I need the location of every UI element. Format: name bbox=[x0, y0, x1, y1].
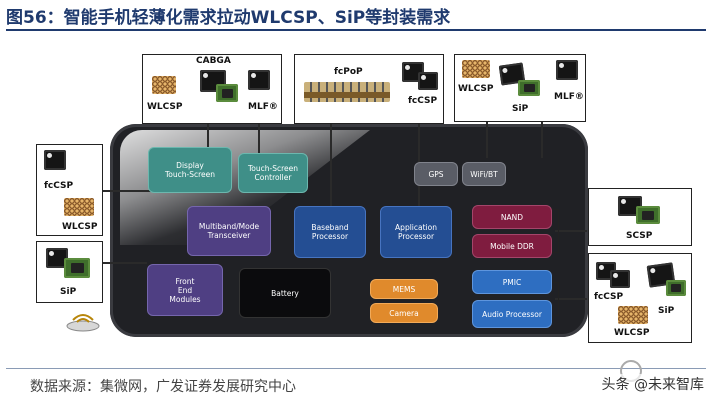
wlcsp-label: WLCSP bbox=[458, 84, 494, 94]
connector-line bbox=[486, 122, 488, 158]
mlf-chip-icon bbox=[248, 70, 270, 90]
fcpop-stack-icon bbox=[304, 82, 390, 102]
sip-label: SiP bbox=[60, 287, 77, 297]
title-divider bbox=[6, 29, 706, 31]
mlf-label: MLF® bbox=[554, 92, 584, 102]
mlf-chip-icon bbox=[556, 60, 578, 80]
camera-block: Camera bbox=[370, 303, 438, 323]
connector-line bbox=[103, 190, 188, 192]
audio-processor-block: Audio Processor bbox=[472, 300, 552, 328]
wlcsp-label: WLCSP bbox=[147, 102, 183, 112]
connector-line bbox=[541, 122, 543, 158]
fccsp-chip-icon-2 bbox=[418, 72, 438, 90]
wlcsp-chip-icon bbox=[64, 198, 94, 216]
fccsp-label: fcCSP bbox=[44, 181, 74, 191]
battery-block: Battery bbox=[239, 268, 331, 318]
pmic-block: PMIC bbox=[472, 270, 552, 294]
mems-block: MEMS bbox=[370, 279, 438, 299]
connector-line bbox=[555, 298, 587, 300]
sip-label: SiP bbox=[658, 306, 675, 316]
mlf-label: MLF® bbox=[248, 102, 278, 112]
cabga-label: CABGA bbox=[196, 56, 231, 66]
mobile-ddr-block: Mobile DDR bbox=[472, 234, 552, 258]
cabga-board-chip-icon bbox=[216, 84, 238, 102]
wlcsp-label: WLCSP bbox=[62, 222, 98, 232]
connector-line bbox=[258, 123, 260, 153]
sip-board-chip-icon bbox=[518, 80, 540, 96]
fccsp-chip-icon bbox=[44, 150, 66, 170]
scsp-label: SCSP bbox=[626, 231, 653, 241]
wlcsp-label: WLCSP bbox=[614, 328, 650, 338]
figure-title: 图56：智能手机轻薄化需求拉动WLCSP、SiP等封装需求 bbox=[6, 8, 451, 28]
connector-line bbox=[330, 124, 332, 206]
gps-block: GPS bbox=[414, 162, 458, 186]
source-note: 数据来源：集微网，广发证券发展研究中心 bbox=[30, 379, 296, 395]
fccsp-chip-icon-2 bbox=[610, 270, 630, 288]
nand-block: NAND bbox=[472, 205, 552, 229]
sip-label: SiP bbox=[512, 104, 529, 114]
scsp-board-chip-icon bbox=[636, 206, 660, 224]
connector-line bbox=[555, 230, 587, 232]
connector-line bbox=[207, 123, 209, 147]
wifi-bt-block: WiFi/BT bbox=[462, 162, 506, 186]
wlcsp-chip-icon bbox=[152, 76, 176, 94]
wireless-charging-icon bbox=[64, 310, 102, 332]
connector-bracket bbox=[552, 209, 559, 253]
connector-bracket bbox=[552, 282, 559, 316]
wlcsp-chip-icon bbox=[462, 60, 490, 78]
fccsp-label: fcCSP bbox=[594, 292, 624, 302]
connector-line bbox=[103, 262, 147, 264]
sip-board-chip-icon bbox=[64, 258, 90, 278]
footer-divider bbox=[6, 368, 706, 369]
sip-board-chip-icon bbox=[666, 280, 686, 296]
watermark: 头条 @未来智库 bbox=[598, 374, 707, 394]
fccsp-label: fcCSP bbox=[408, 96, 438, 106]
wlcsp-chip-icon bbox=[618, 306, 648, 324]
sip-chip-icon bbox=[46, 248, 68, 268]
fcpop-label: fcPoP bbox=[334, 67, 363, 77]
